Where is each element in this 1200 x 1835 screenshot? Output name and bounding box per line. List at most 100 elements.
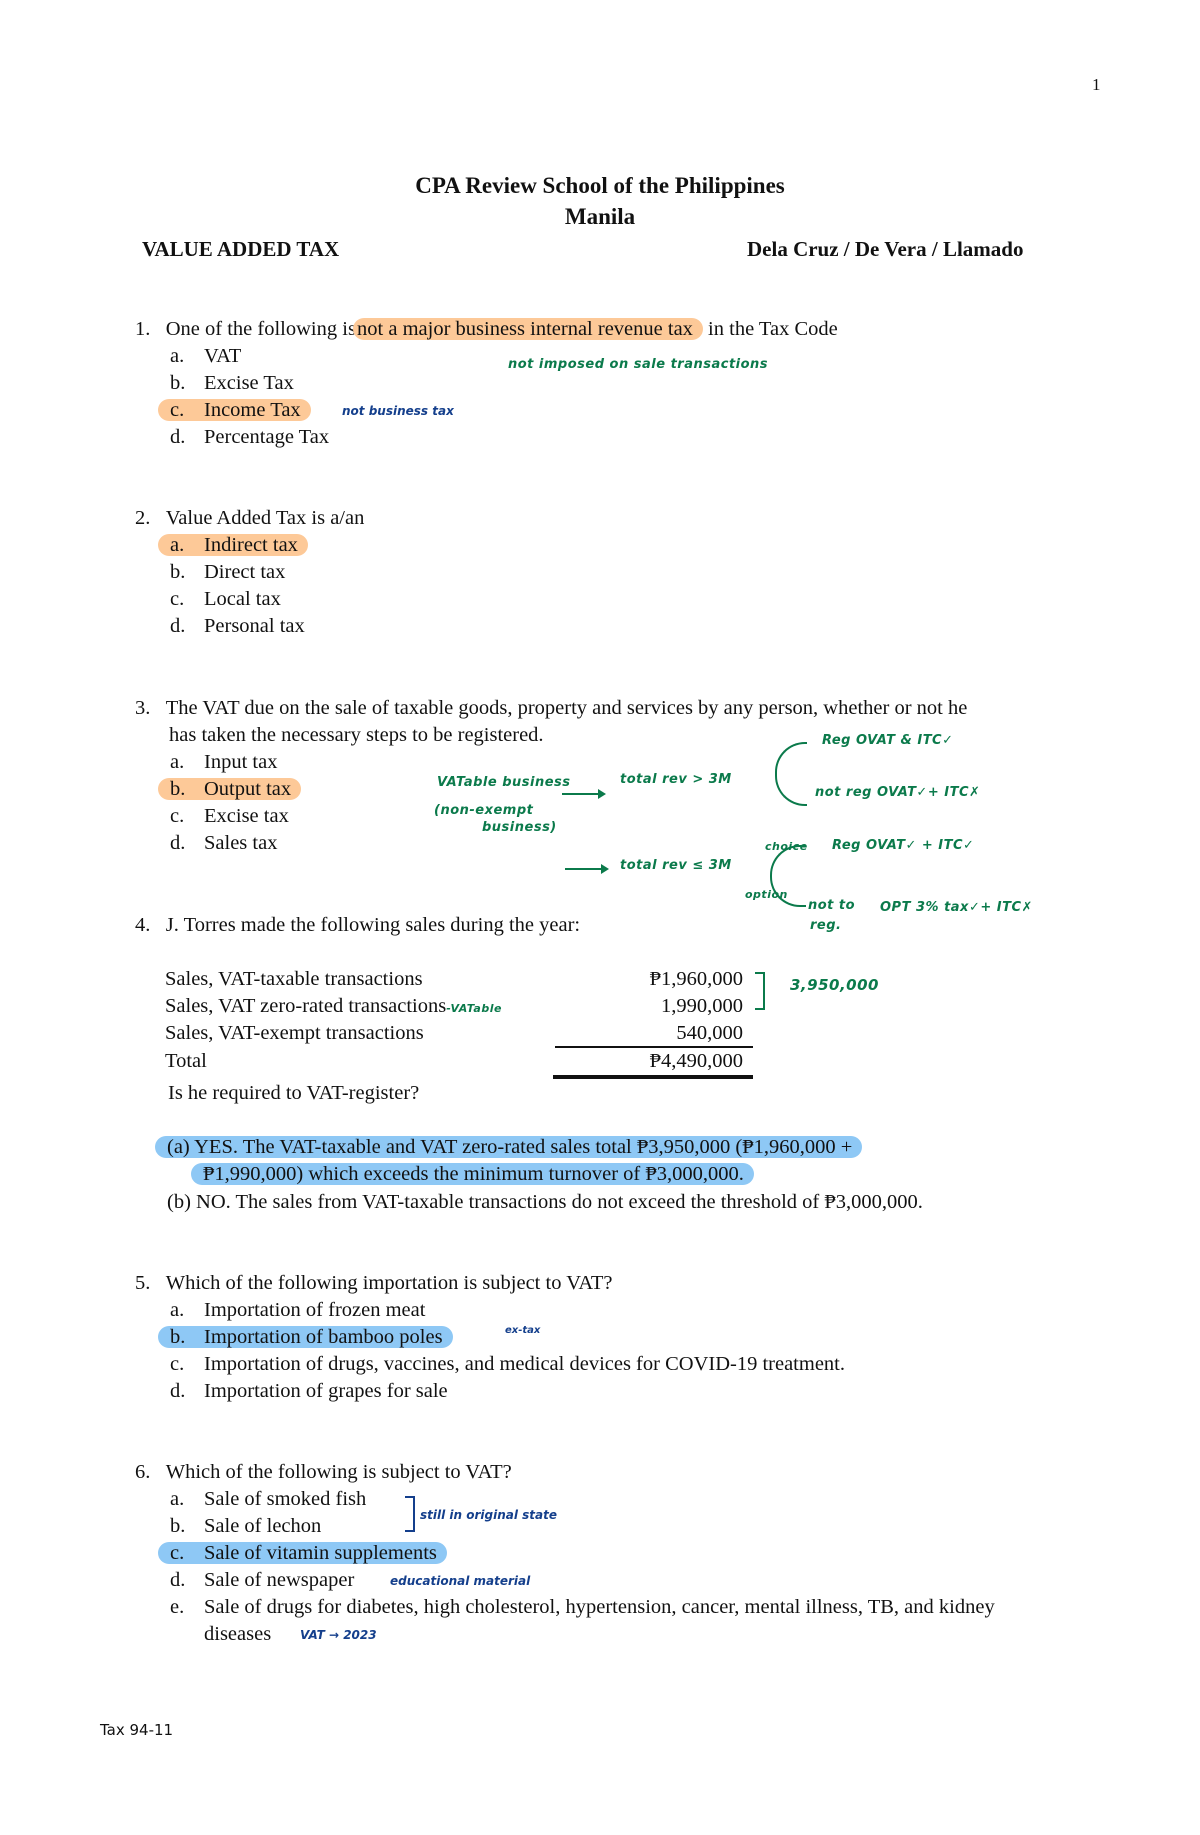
- option-5c[interactable]: c.Importation of drugs, vaccines, and me…: [170, 1351, 845, 1378]
- question-text: Which of the following importation is su…: [165, 1272, 613, 1294]
- option-letter: d.: [170, 426, 186, 448]
- option-text: Sales tax: [204, 832, 278, 854]
- handwritten-note: option: [745, 888, 788, 901]
- table-row-label: Sales, VAT-taxable transactions: [165, 968, 423, 990]
- page-number: 1: [1092, 75, 1101, 94]
- option-5b[interactable]: b. Importation of bamboo poles: [158, 1324, 453, 1351]
- option-3b[interactable]: b. Output tax: [158, 776, 302, 803]
- handwritten-note: educational material: [390, 1574, 531, 1588]
- handwritten-note: business): [482, 820, 557, 835]
- handwritten-note: OPT 3% tax✓+ ITC✗: [880, 900, 1033, 915]
- option-5a[interactable]: a. Importation of frozen meat: [170, 1297, 425, 1324]
- option-letter: a.: [170, 345, 185, 367]
- question-text: Value Added Tax is a/an: [165, 507, 365, 529]
- answer-a[interactable]: (a) YES. The VAT-taxable and VAT zero-ra…: [155, 1134, 863, 1161]
- question-3-line2: has taken the necessary steps to be regi…: [169, 724, 544, 746]
- arrow-icon: [565, 864, 609, 874]
- option-text: Sale of smoked fish: [204, 1488, 367, 1510]
- option-6e[interactable]: e.Sale of drugs for diabetes, high chole…: [170, 1594, 995, 1621]
- handwritten-note: not imposed on sale transactions: [508, 357, 769, 372]
- authors-heading: Dela Cruz / De Vera / Llamado: [747, 237, 1024, 261]
- question-4-prompt: Is he required to VAT-register?: [168, 1082, 420, 1104]
- total-double-rule: [553, 1075, 753, 1079]
- option-letter: c.: [170, 399, 185, 421]
- handwritten-note: choice: [765, 840, 808, 853]
- table-row-label: Sales, VAT zero-rated transactions-VATab…: [165, 995, 502, 1017]
- question-number: 6.: [135, 1461, 151, 1483]
- handwritten-note: total rev ≤ 3M: [620, 858, 732, 873]
- option-text: Personal tax: [204, 615, 305, 637]
- option-letter: b.: [170, 1515, 186, 1537]
- option-2c[interactable]: c. Local tax: [170, 586, 281, 613]
- option-letter: a.: [170, 1299, 185, 1321]
- handwritten-note: Reg OVAT✓ + ITC✓: [832, 838, 975, 853]
- highlighted-phrase: not a major business internal revenue ta…: [353, 318, 703, 340]
- option-text: Sale of lechon: [204, 1515, 322, 1537]
- option-letter: b.: [170, 778, 186, 800]
- option-letter: a.: [170, 751, 185, 773]
- bracket-icon: [755, 972, 765, 1010]
- handwritten-note: total rev > 3M: [620, 772, 732, 787]
- option-letter: d.: [170, 832, 186, 854]
- option-6b[interactable]: b. Sale of lechon: [170, 1513, 321, 1540]
- option-text: Excise tax: [204, 805, 289, 827]
- option-letter: d.: [170, 615, 186, 637]
- option-2a[interactable]: a.Indirect tax: [158, 532, 308, 559]
- option-letter: b.: [170, 1326, 186, 1348]
- option-letter: a.: [170, 1488, 185, 1510]
- option-text: Local tax: [204, 588, 281, 610]
- option-letter: c.: [170, 588, 185, 610]
- question-number: 4.: [135, 914, 151, 936]
- handwritten-note: Reg OVAT & ITC✓: [822, 733, 954, 748]
- option-2d[interactable]: d. Personal tax: [170, 613, 305, 640]
- option-1d[interactable]: d. Percentage Tax: [170, 424, 329, 451]
- option-letter: c.: [170, 1353, 185, 1375]
- option-letter: c.: [170, 1542, 185, 1564]
- option-3a[interactable]: a. Input tax: [170, 749, 277, 776]
- option-1a[interactable]: a.VAT: [170, 343, 241, 370]
- option-text: Importation of grapes for sale: [204, 1380, 448, 1402]
- option-text: Sale of newspaper: [204, 1569, 355, 1591]
- answer-text: (b) NO. The sales from VAT-taxable trans…: [167, 1191, 923, 1213]
- question-1: 1. One of the following is not a major b…: [135, 316, 838, 343]
- option-text: Importation of bamboo poles: [204, 1326, 443, 1348]
- question-number: 1.: [135, 318, 151, 340]
- answer-b[interactable]: (b) NO. The sales from VAT-taxable trans…: [167, 1189, 923, 1216]
- handwritten-note: ex-tax: [505, 1325, 541, 1336]
- option-letter: b.: [170, 561, 186, 583]
- bracket-icon: [405, 1496, 415, 1532]
- option-text: Percentage Tax: [204, 426, 330, 448]
- answer-text: (a) YES. The VAT-taxable and VAT zero-ra…: [155, 1136, 863, 1158]
- table-row-value: ₱4,490,000: [649, 1050, 743, 1072]
- option-letter: e.: [170, 1596, 185, 1618]
- option-1c[interactable]: c. Income Tax: [158, 397, 311, 424]
- answer-a-line2[interactable]: ₱1,990,000) which exceeds the minimum tu…: [191, 1161, 754, 1188]
- question-4: 4. J. Torres made the following sales du…: [135, 912, 580, 939]
- option-text: Importation of frozen meat: [204, 1299, 426, 1321]
- option-text: Income Tax: [204, 399, 301, 421]
- answer-text: ₱1,990,000) which exceeds the minimum tu…: [191, 1163, 754, 1185]
- subtotal-rule: [555, 1046, 753, 1048]
- subject-heading: VALUE ADDED TAX: [142, 237, 340, 261]
- option-text: Direct tax: [204, 561, 286, 583]
- option-6d[interactable]: d.Sale of newspaper: [170, 1567, 354, 1594]
- option-text: Output tax: [204, 778, 292, 800]
- table-row-value: 1,990,000: [661, 995, 743, 1017]
- option-6a[interactable]: a. Sale of smoked fish: [170, 1486, 366, 1513]
- option-6c[interactable]: c.Sale of vitamin supplements: [158, 1540, 447, 1567]
- arrow-icon: [562, 789, 606, 799]
- option-3c[interactable]: c.Excise tax: [170, 803, 289, 830]
- option-text: Input tax: [204, 751, 278, 773]
- option-1b[interactable]: b.Excise Tax: [170, 370, 294, 397]
- option-5d[interactable]: d.Importation of grapes for sale: [170, 1378, 448, 1405]
- option-6e-line2: diseases: [204, 1623, 272, 1645]
- option-letter: b.: [170, 372, 186, 394]
- handwritten-note: not to: [808, 898, 856, 913]
- option-2b[interactable]: b. Direct tax: [170, 559, 285, 586]
- city-title: Manila: [564, 204, 636, 229]
- handwritten-note: VATable business: [437, 775, 571, 790]
- page-footer: Tax 94-11: [100, 1721, 174, 1739]
- option-3d[interactable]: d. Sales tax: [170, 830, 277, 857]
- question-5: 5. Which of the following importation is…: [135, 1270, 613, 1297]
- handwritten-note: still in original state: [420, 1508, 557, 1522]
